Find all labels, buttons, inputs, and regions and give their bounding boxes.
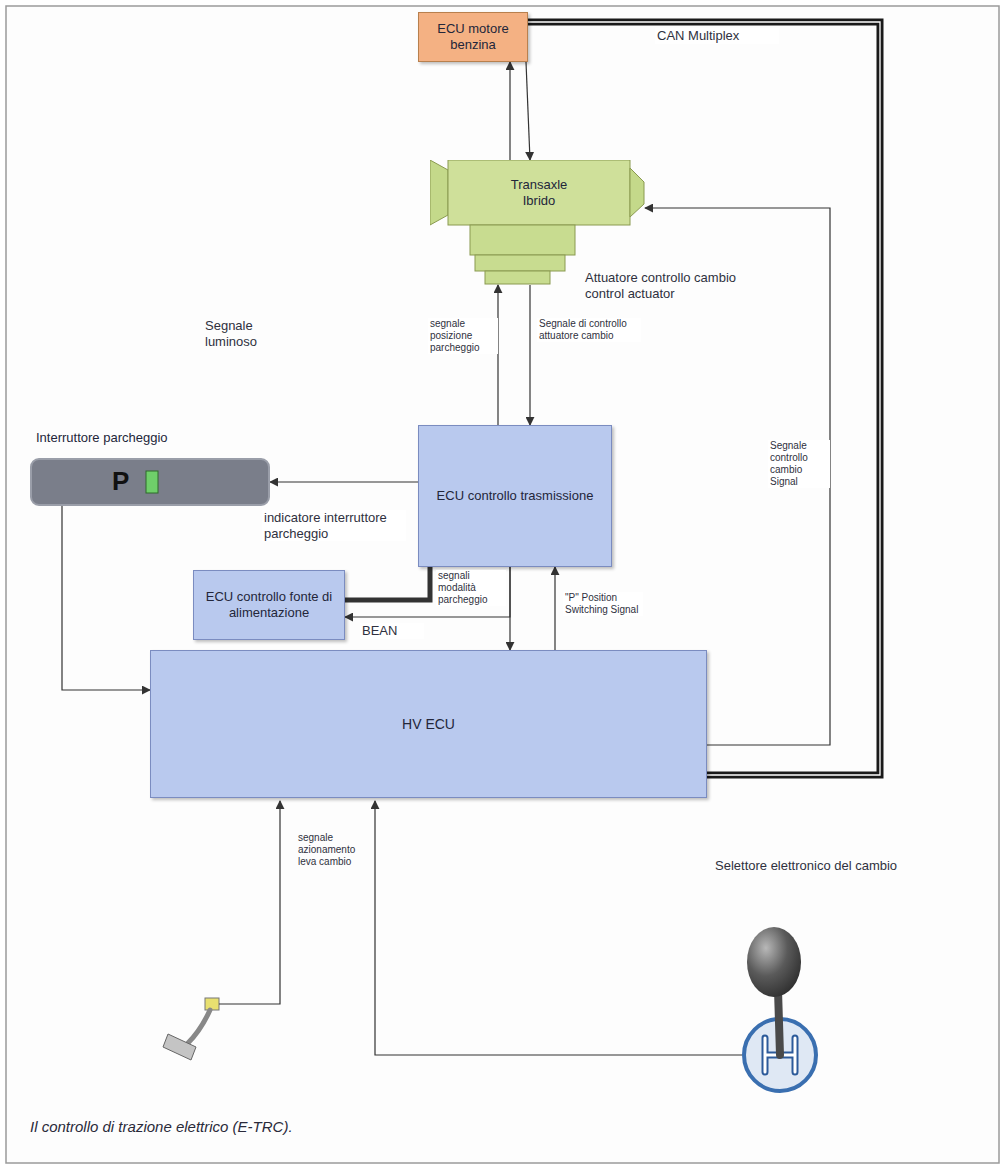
node-text: ECU controllo fonte di alimentazione [202, 589, 336, 620]
bus-line [345, 567, 430, 600]
transaxle-label-area: Transaxle Ibrido [448, 160, 630, 225]
node-heading: Interruttore parcheggio [36, 430, 168, 446]
node-text: HV ECU [402, 716, 455, 733]
annotation-label: Segnale luminoso [205, 318, 295, 349]
hv-ecu-box: HV ECU [150, 650, 707, 798]
indicator-lamp [145, 470, 159, 494]
frame [6, 6, 999, 1163]
signal-arrow [526, 62, 530, 160]
signal-wire [219, 801, 280, 1004]
signal-arrow [554, 567, 555, 650]
edge-label: "P" Position Switching Signal [563, 592, 643, 616]
transaxle-unit: Transaxle Ibrido [430, 160, 645, 285]
annotation-label: Selettore elettronico del cambio [715, 858, 975, 874]
signal-arrow [529, 285, 530, 425]
edge-label: Segnale di controllo attuatore cambio [537, 318, 641, 342]
edge-label: Segnale controllo cambio Signal [768, 440, 830, 488]
node-text: ECU controllo trasmissione [437, 488, 594, 504]
transmission-ecu-box: ECU controllo trasmissione [418, 425, 612, 567]
signal-arrow [62, 506, 150, 690]
parking-switch: Interruttore parcheggioP [30, 458, 270, 506]
signal-arrow [270, 481, 418, 482]
accelerator-pedal [163, 998, 219, 1060]
power-source-ecu-box: ECU controllo fonte di alimentazione [193, 570, 345, 640]
signal-arrow [497, 285, 498, 425]
annotation-label: segnale azionamento leva cambio [298, 832, 370, 868]
edge-label: segnali modalità parcheggio [436, 570, 506, 606]
signal-arrow [509, 62, 510, 160]
edge-label: CAN Multiplex [655, 28, 779, 44]
switch-symbol: P [112, 466, 129, 497]
node-text: Transaxle Ibrido [494, 177, 584, 208]
engine-ecu-box: ECU motore benzina [418, 12, 528, 62]
edge-label: segnale posizione parcheggio [428, 318, 498, 354]
figure-caption: Il controllo di trazione elettrico (E-TR… [30, 1118, 293, 1135]
signal-arrow [345, 567, 510, 617]
signal-arrow [509, 567, 510, 650]
gear-selector [744, 927, 816, 1091]
annotation-label: Attuatore controllo cambio control actua… [585, 270, 765, 301]
node-text: ECU motore benzina [427, 21, 519, 52]
edge-label: indicatore interruttore parcheggio [262, 510, 406, 541]
edge-label: BEAN [360, 623, 424, 639]
signal-wire [375, 801, 742, 1055]
